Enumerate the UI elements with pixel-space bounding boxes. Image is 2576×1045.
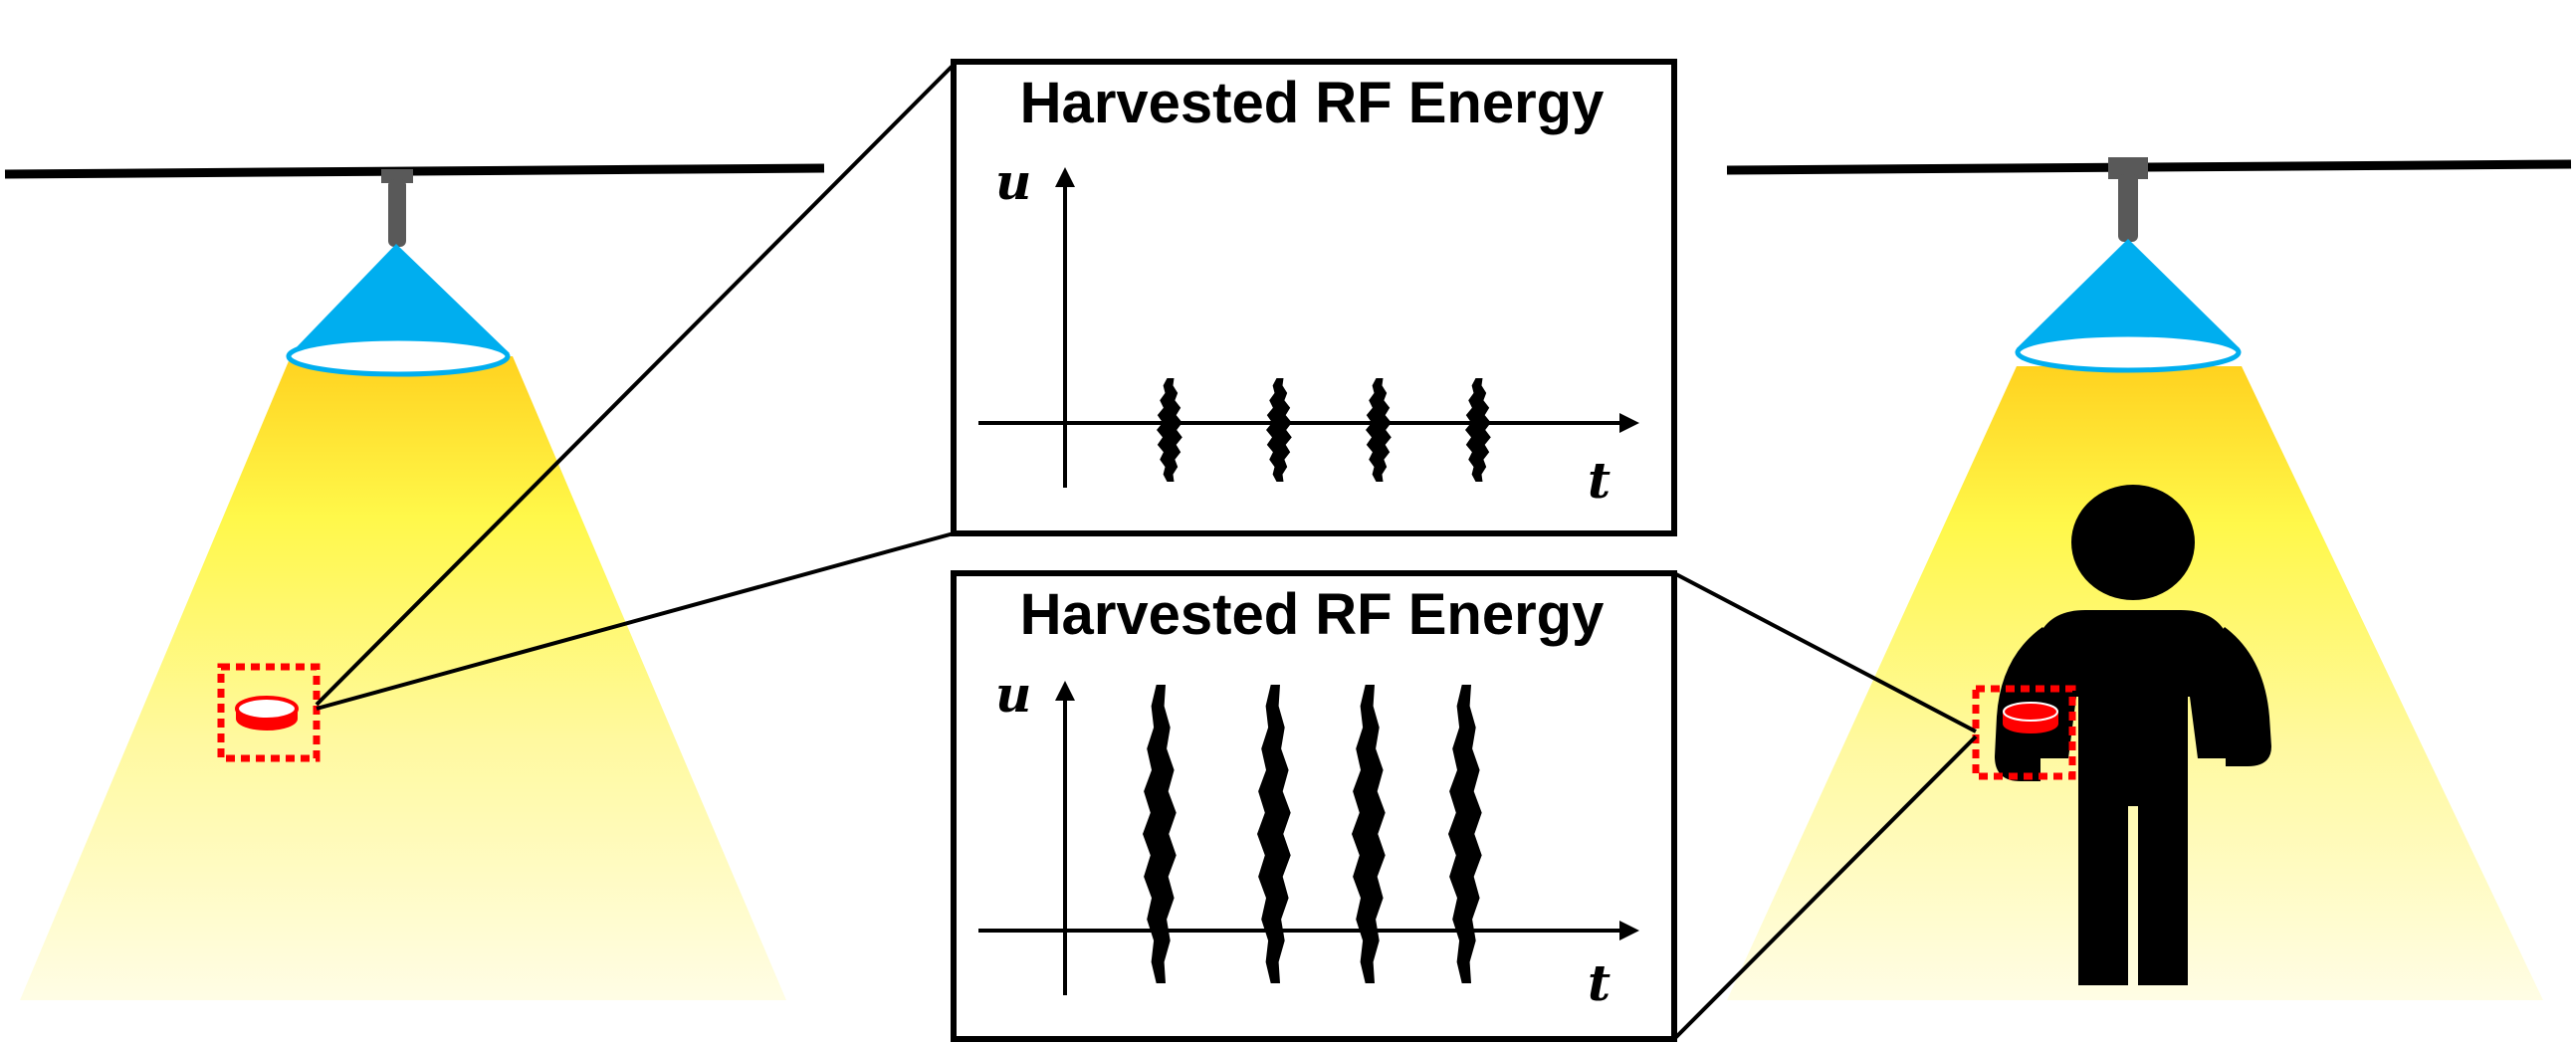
right-rf-tag [1972, 685, 2076, 780]
top-panel-frame [951, 59, 1677, 536]
bottom-panel-frame [951, 570, 1677, 1042]
zoom-line-left-lower [316, 531, 955, 711]
left-lamp-shade [291, 244, 510, 353]
bottom-pulse-3 [1352, 685, 1386, 983]
right-ceiling-lamp [2015, 157, 2242, 373]
left-light-beam [20, 356, 786, 1000]
bottom-y-axis-label: u [995, 665, 1031, 724]
top-pulse-1 [1157, 378, 1182, 482]
right-tag-highlight-box [1972, 685, 2076, 780]
top-y-axis-label: u [995, 152, 1031, 211]
left-rf-tag [217, 663, 321, 762]
top-pulse-3 [1366, 378, 1392, 482]
left-ceiling-line [4, 163, 825, 179]
right-tag-top [2003, 702, 2058, 722]
left-lamp-mount [381, 169, 413, 183]
person-body [2025, 610, 2242, 985]
left-lamp-opening [286, 335, 511, 377]
right-scene [1726, 157, 2572, 1000]
right-lamp-shade [2017, 239, 2240, 348]
zoom-line-right-upper [1673, 571, 1977, 733]
top-x-axis-label: t [1588, 451, 1610, 510]
bottom-pulses [1143, 685, 1482, 983]
right-lamp-opening [2015, 331, 2242, 373]
left-tag-highlight-box [217, 663, 321, 762]
top-pulse-4 [1465, 378, 1491, 482]
bottom-panel-title: Harvested RF Energy [1020, 582, 1605, 647]
zoom-line-right-lower [1672, 734, 1978, 1041]
bottom-x-axis-label: t [1588, 953, 1610, 1012]
left-scene [4, 163, 825, 1000]
zoom-line-left-upper [315, 63, 956, 707]
person-silhouette [1995, 485, 2271, 985]
left-tag-top [235, 696, 299, 722]
bottom-pulse-1 [1143, 685, 1177, 983]
left-ceiling-lamp [286, 169, 511, 377]
right-ceiling-line [1726, 159, 2572, 175]
top-panel-title: Harvested RF Energy [1020, 71, 1605, 135]
top-energy-panel: Harvested RF Energy u t [951, 59, 1677, 536]
top-pulse-2 [1266, 378, 1292, 482]
top-pulses [1157, 378, 1491, 482]
left-lamp-stem [388, 179, 406, 247]
person-head [2071, 485, 2195, 600]
right-lamp-stem [2118, 174, 2138, 242]
bottom-pulse-2 [1257, 685, 1291, 983]
person-arm-right [2201, 627, 2271, 766]
right-lamp-mount [2108, 157, 2148, 179]
bottom-pulse-4 [1448, 685, 1482, 983]
bottom-energy-panel: Harvested RF Energy u t [951, 570, 1677, 1042]
